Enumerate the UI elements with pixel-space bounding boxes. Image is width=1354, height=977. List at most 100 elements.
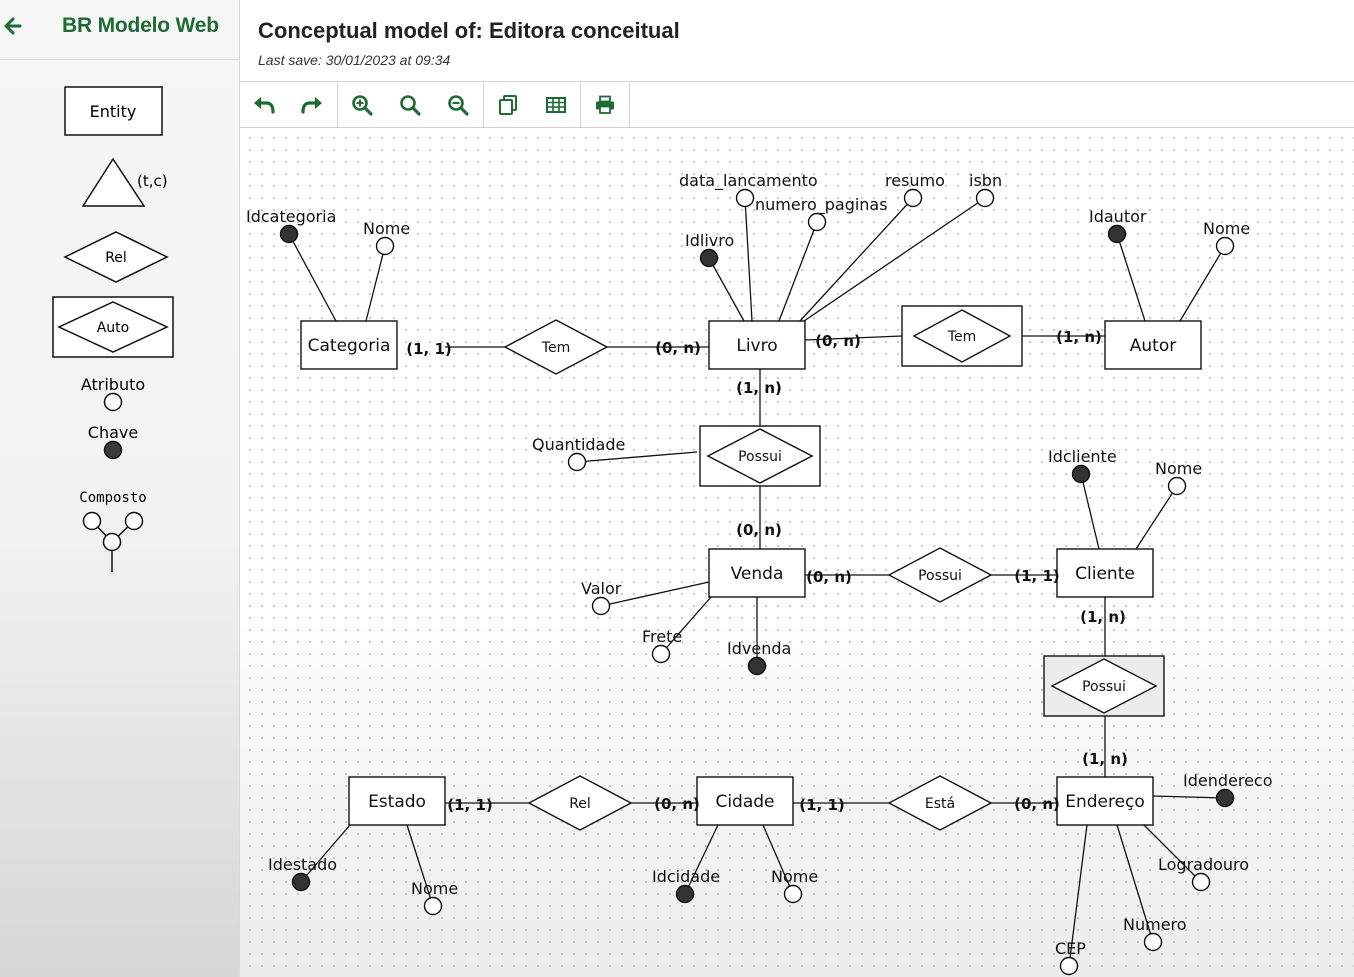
key-attribute-15[interactable] bbox=[1215, 788, 1235, 808]
palette-composite[interactable]: Composto bbox=[79, 490, 147, 572]
attribute-3[interactable] bbox=[807, 212, 827, 232]
palette-associative[interactable]: Auto bbox=[52, 296, 174, 358]
relationship-possui2[interactable] bbox=[887, 547, 993, 603]
attribute-12[interactable] bbox=[591, 596, 611, 616]
cardinality-label: (0, n) bbox=[806, 568, 852, 586]
attribute-1[interactable] bbox=[375, 236, 395, 256]
entity-autor[interactable] bbox=[1104, 320, 1202, 370]
cardinality-label: (1, 1) bbox=[1014, 567, 1060, 585]
key-attribute-19[interactable] bbox=[291, 872, 311, 892]
shape-palette: Entity (t,c) Rel Auto Atributo Chave bbox=[52, 86, 174, 572]
cardinality-label: (0, n) bbox=[655, 339, 701, 357]
palette-entity[interactable]: Entity bbox=[64, 86, 163, 136]
relationship-esta[interactable] bbox=[887, 775, 993, 831]
relationship-tem2[interactable] bbox=[901, 305, 1023, 367]
attribute-17[interactable] bbox=[1143, 932, 1163, 952]
attribute-9[interactable] bbox=[567, 452, 587, 472]
key-attribute-14[interactable] bbox=[747, 656, 767, 676]
toolbar bbox=[240, 82, 1354, 128]
zoom-in-button[interactable] bbox=[338, 82, 386, 127]
key-attribute-10[interactable] bbox=[1071, 464, 1091, 484]
attribute-13[interactable] bbox=[651, 644, 671, 664]
cardinality-label: (1, n) bbox=[1082, 750, 1128, 768]
relationship-label: Rel bbox=[569, 796, 591, 812]
relationship-rel[interactable] bbox=[527, 775, 633, 831]
relationship-label: Está bbox=[925, 796, 955, 812]
back-arrow-icon[interactable] bbox=[2, 14, 22, 38]
attribute-4[interactable] bbox=[903, 188, 923, 208]
attribute-label: Nome bbox=[1155, 459, 1202, 478]
cardinality-label: (1, n) bbox=[1056, 328, 1102, 346]
attribute-label: Idcidade bbox=[652, 867, 720, 886]
palette-key[interactable]: Chave bbox=[88, 423, 138, 460]
print-icon bbox=[596, 95, 614, 114]
relationship-tem1[interactable] bbox=[503, 319, 609, 375]
attribute-label: Idvenda bbox=[727, 639, 791, 658]
palette-key-label: Chave bbox=[88, 423, 138, 442]
key-attribute-0[interactable] bbox=[279, 224, 299, 244]
attribute-label: Nome bbox=[411, 879, 458, 898]
last-save-status: Last save: 30/01/2023 at 09:34 bbox=[258, 52, 451, 68]
relationship-possui3[interactable] bbox=[1043, 655, 1165, 717]
cardinality-label: (1, n) bbox=[1080, 608, 1126, 626]
toolbar-separator bbox=[629, 82, 630, 127]
attribute-label: Idestado bbox=[268, 855, 337, 874]
duplicate-icon bbox=[499, 94, 517, 115]
palette-attribute[interactable]: Atributo bbox=[81, 375, 145, 412]
attribute-5[interactable] bbox=[975, 188, 995, 208]
entity-categoria[interactable] bbox=[300, 320, 398, 370]
print-button[interactable] bbox=[581, 82, 629, 127]
cardinality-label: (0, n) bbox=[736, 521, 782, 539]
zoom-out-button[interactable] bbox=[434, 82, 482, 127]
cardinality-label: (1, n) bbox=[736, 379, 782, 397]
attribute-2[interactable] bbox=[735, 188, 755, 208]
entity-cidade[interactable] bbox=[696, 776, 794, 826]
attribute-20[interactable] bbox=[423, 896, 443, 916]
attribute-18[interactable] bbox=[1059, 956, 1079, 976]
palette-composite-label: Composto bbox=[79, 490, 146, 506]
sidebar: BR Modelo Web Entity (t,c) Rel Auto Atri… bbox=[0, 0, 240, 977]
key-attribute-21[interactable] bbox=[675, 884, 695, 904]
attribute-16[interactable] bbox=[1191, 872, 1211, 892]
relationship-label: Tem bbox=[947, 329, 976, 345]
relationship-possui1[interactable] bbox=[699, 425, 821, 487]
palette-associative-label: Auto bbox=[97, 320, 130, 336]
entity-label: Venda bbox=[731, 564, 784, 584]
entity-cliente[interactable] bbox=[1056, 548, 1154, 598]
entity-venda[interactable] bbox=[708, 548, 806, 598]
attribute-label: Idendereco bbox=[1183, 771, 1273, 790]
zoom-reset-button[interactable] bbox=[386, 82, 434, 127]
palette-attribute-label: Atributo bbox=[81, 375, 145, 394]
attribute-label: numero_paginas bbox=[755, 195, 888, 215]
undo-icon bbox=[254, 96, 275, 114]
attribute-label: Quantidade bbox=[532, 435, 625, 454]
zoom-in-icon bbox=[352, 94, 373, 116]
attribute-11[interactable] bbox=[1167, 476, 1187, 496]
palette-relationship[interactable]: Rel bbox=[63, 231, 169, 283]
duplicate-button[interactable] bbox=[484, 82, 532, 127]
undo-button[interactable] bbox=[240, 82, 288, 127]
cardinality-label: (0, n) bbox=[815, 332, 861, 350]
entity-label: Categoria bbox=[308, 336, 391, 356]
key-attribute-6[interactable] bbox=[699, 248, 719, 268]
attribute-label: resumo bbox=[885, 171, 945, 190]
redo-icon bbox=[301, 96, 322, 114]
attribute-label: isbn bbox=[969, 171, 1002, 190]
entity-estado[interactable] bbox=[348, 776, 446, 826]
redo-button[interactable] bbox=[288, 82, 336, 127]
table-icon bbox=[546, 96, 566, 113]
attribute-8[interactable] bbox=[1215, 236, 1235, 256]
key-attribute-7[interactable] bbox=[1107, 224, 1127, 244]
palette-relationship-label: Rel bbox=[105, 250, 127, 266]
entity-label: Autor bbox=[1130, 336, 1176, 356]
table-button[interactable] bbox=[532, 82, 580, 127]
palette-specialization[interactable]: (t,c) bbox=[81, 157, 168, 207]
relationship-label: Possui bbox=[1082, 679, 1126, 695]
entity-livro[interactable] bbox=[708, 320, 806, 370]
toolbar-separator bbox=[483, 82, 484, 127]
attribute-label: data_lancamento bbox=[679, 171, 818, 191]
attribute-22[interactable] bbox=[783, 884, 803, 904]
entity-endereco[interactable] bbox=[1056, 776, 1154, 826]
